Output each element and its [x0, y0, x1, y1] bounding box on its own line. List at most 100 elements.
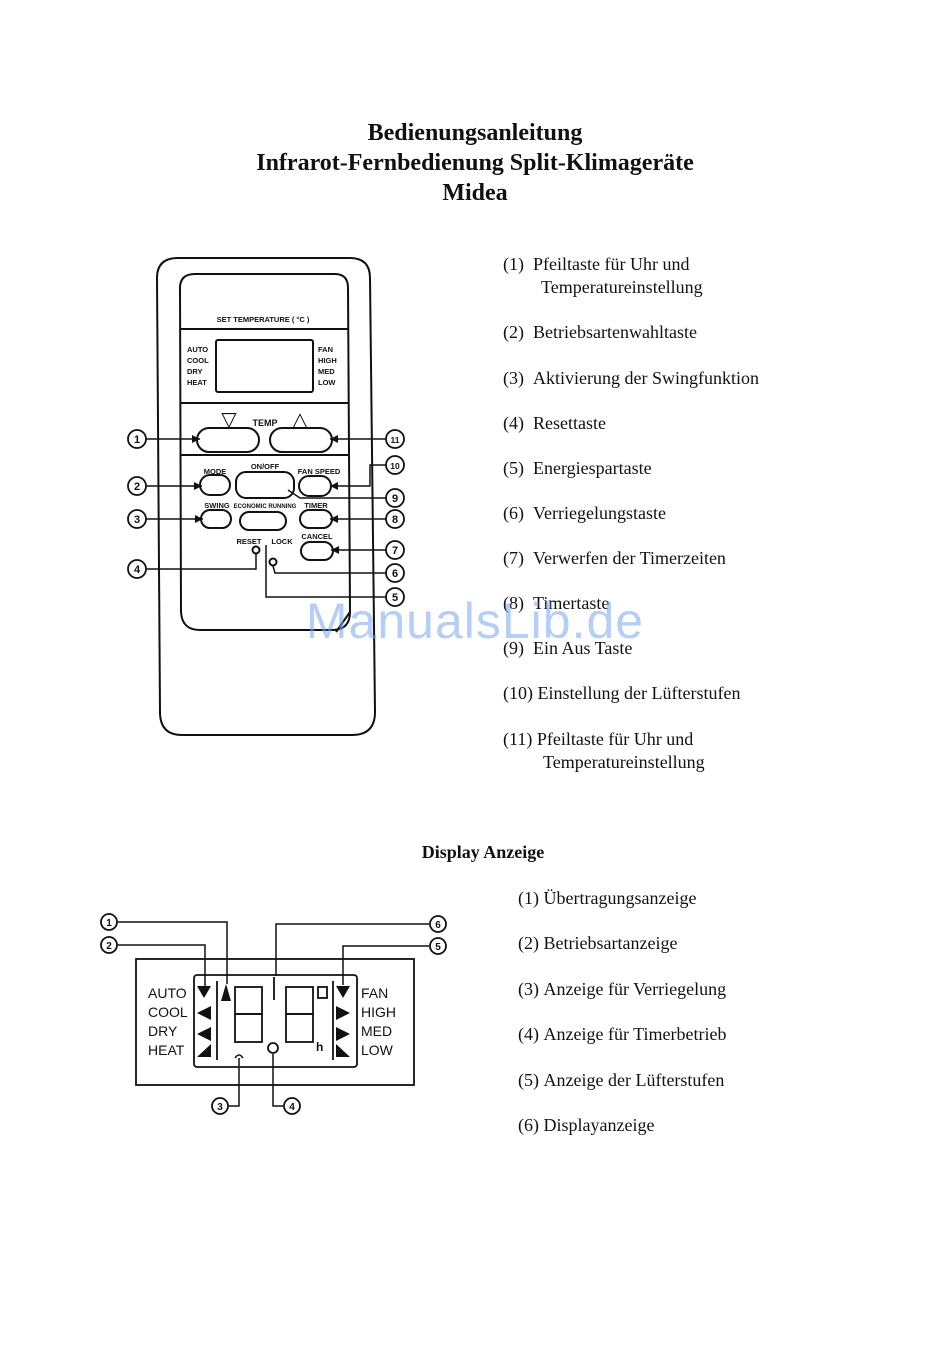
legend-number: (9) — [503, 638, 524, 658]
display-callout-circle-4 — [283, 1097, 301, 1115]
display-callout-2: 2 — [106, 941, 112, 952]
display-callout-circle-3 — [211, 1097, 229, 1115]
legend-text: Energiespartaste — [533, 458, 652, 478]
legend-text: Pfeiltaste für Uhr und — [533, 254, 690, 274]
legend-text: Anzeige der Lüfterstufen — [543, 1070, 725, 1090]
legend-subtext: Temperatureinstellung — [541, 277, 703, 297]
legend-text: Displayanzeige — [543, 1115, 655, 1135]
callout-circle-3 — [127, 509, 147, 529]
legend-number: (3) — [503, 368, 524, 388]
swing-button[interactable] — [200, 509, 232, 529]
display-callout-circle-1 — [100, 913, 118, 931]
remote-fan-label: FAN — [318, 345, 333, 354]
fan-speed-label: FAN SPEED — [298, 467, 341, 476]
display-mode-dry: DRY — [148, 1023, 178, 1039]
callout-circle-8 — [385, 509, 405, 529]
remote-face-outline — [178, 273, 352, 631]
display-legend-item-4: (4) Anzeige für Timerbetrieb — [518, 1023, 726, 1046]
callout-3: 3 — [134, 514, 140, 526]
display-diagram: AUTO COOL DRY HEAT FAN HIGH MED LOW h — [100, 913, 447, 1115]
display-legend-item-6: (6) Displayanzeige — [518, 1114, 654, 1137]
legend-number: (2) — [518, 933, 539, 953]
display-callout-6: 6 — [435, 920, 441, 931]
callout-11: 11 — [391, 435, 400, 445]
legend-number: (1) — [518, 888, 539, 908]
fan-box-icon — [317, 986, 328, 999]
display-fan-high: HIGH — [361, 1004, 396, 1020]
callout-circle-6 — [385, 563, 405, 583]
callout-8: 8 — [392, 514, 398, 526]
remote-legend-item-3: (3) Aktivierung der Swingfunktion — [503, 367, 759, 390]
callout-6: 6 — [392, 568, 398, 580]
legend-text: Betriebsartenwahltaste — [533, 322, 697, 342]
display-callout-3: 3 — [217, 1102, 223, 1113]
remote-mode-auto: AUTO — [187, 345, 208, 354]
legend-text: Resettaste — [533, 413, 606, 433]
swing-label: SWING — [204, 501, 230, 510]
economic-running-button[interactable] — [239, 511, 287, 531]
temp-down-arrow-icon: ▽ — [221, 409, 237, 431]
legend-text: Betriebsartanzeige — [543, 933, 678, 953]
display-callout-5: 5 — [435, 942, 441, 953]
remote-legend-item-10: (10) Einstellung der Lüfterstufen — [503, 682, 740, 705]
reset-button[interactable] — [251, 545, 261, 555]
display-digit-left-top — [234, 986, 263, 1015]
callout-2: 2 — [134, 481, 140, 493]
lock-indicator-icon — [234, 1054, 244, 1066]
remote-fan-high: HIGH — [318, 356, 337, 365]
display-callout-4: 4 — [289, 1102, 295, 1113]
remote-mode-cool: COOL — [187, 356, 209, 365]
timer-button[interactable] — [299, 509, 333, 529]
legend-number: (8) — [503, 593, 524, 613]
legend-number: (6) — [518, 1115, 539, 1135]
display-callout-circle-5 — [429, 937, 447, 955]
legend-text: Einstellung der Lüfterstufen — [537, 683, 741, 703]
display-callout-1: 1 — [106, 918, 112, 929]
callout-circle-5 — [385, 587, 405, 607]
legend-text: Verwerfen der Timerzeiten — [533, 548, 726, 568]
display-mode-cool: COOL — [148, 1004, 188, 1020]
legend-number: (3) — [518, 979, 539, 999]
remote-lcd-window — [215, 339, 314, 393]
title-line-3: Midea — [442, 180, 508, 206]
remote-fan-med: MED — [318, 367, 335, 376]
callout-1: 1 — [134, 434, 140, 446]
onoff-button[interactable] — [235, 471, 295, 499]
display-callout-circle-2 — [100, 936, 118, 954]
remote-control-diagram: SET TEMPERATURE ( °C ) AUTO COOL DRY HEA… — [127, 257, 405, 736]
temp-down-button[interactable] — [196, 427, 260, 453]
cancel-button[interactable] — [300, 541, 334, 561]
remote-legend-item-11: (11) Pfeiltaste für Uhr und Temperaturei… — [503, 728, 705, 774]
legend-text: Übertragungsanzeige — [543, 888, 697, 908]
display-fan-med: MED — [361, 1023, 392, 1039]
title-line-2: Infrarot-Fernbedienung Split-Klimageräte — [256, 150, 694, 176]
display-legend-item-3: (3) Anzeige für Verriegelung — [518, 978, 726, 1001]
mode-label: MODE — [204, 467, 227, 476]
lock-button[interactable] — [268, 557, 278, 567]
legend-number: (1) — [503, 254, 524, 274]
legend-text: Pfeiltaste für Uhr und — [536, 729, 694, 749]
display-legend-item-5: (5) Anzeige der Lüfterstufen — [518, 1069, 724, 1092]
display-hour-unit: h — [316, 1040, 323, 1054]
mode-button[interactable] — [199, 474, 231, 496]
economic-running-label: ECONOMIC RUNNING — [234, 504, 297, 510]
legend-number: (4) — [518, 1024, 539, 1044]
temp-up-button[interactable] — [269, 427, 333, 453]
legend-number: (5) — [503, 458, 524, 478]
display-legend-item-2: (2) Betriebsartanzeige — [518, 932, 677, 955]
legend-number: (10) — [503, 683, 533, 703]
callout-circle-11 — [385, 429, 405, 449]
callout-4: 4 — [134, 564, 141, 576]
callout-10: 10 — [390, 461, 400, 471]
remote-legend-item-2: (2) Betriebsartenwahltaste — [503, 321, 697, 344]
callout-7: 7 — [392, 545, 398, 557]
legend-number: (11) — [503, 729, 533, 749]
callout-circle-9 — [385, 488, 405, 508]
callout-5: 5 — [392, 592, 398, 604]
remote-legend-item-4: (4) Resettaste — [503, 412, 606, 435]
timer-indicator-icon[interactable] — [267, 1042, 279, 1054]
fan-speed-button[interactable] — [298, 475, 332, 497]
display-fan-label: FAN — [361, 985, 388, 1001]
display-mode-auto: AUTO — [148, 985, 187, 1001]
